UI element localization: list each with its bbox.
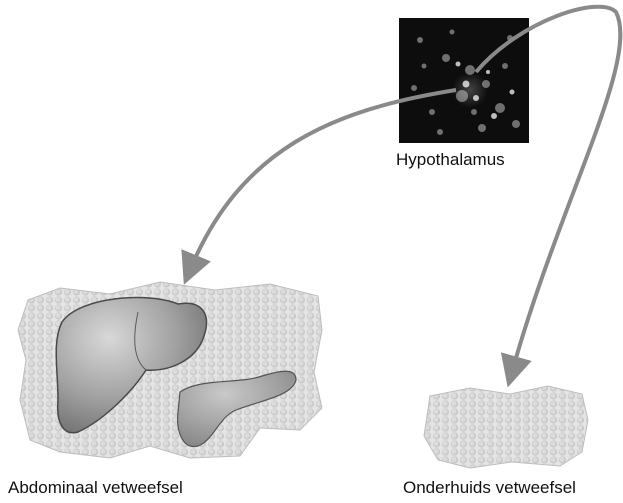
subcutaneous-fat-label: Onderhuids vetweefsel (403, 478, 576, 498)
abdominal-fat-illustration (18, 282, 322, 458)
hypothalamus-micrograph (399, 18, 529, 143)
hypothalamus-label: Hypothalamus (396, 150, 505, 170)
subcutaneous-fat-illustration (424, 386, 588, 468)
abdominal-fat-label: Abdominaal vetweefsel (8, 478, 183, 498)
